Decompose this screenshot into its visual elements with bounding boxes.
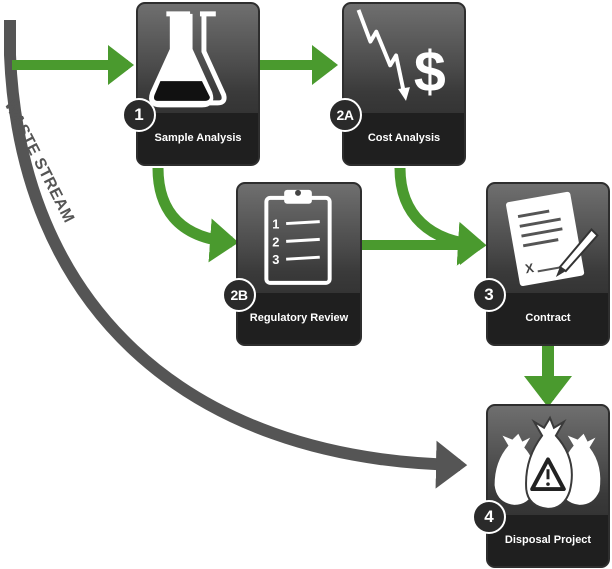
step-label: Cost Analysis — [344, 112, 464, 164]
waste-bags-icon — [494, 415, 601, 510]
signature-mark: X — [524, 260, 535, 276]
step-number-badge: 2A — [328, 98, 362, 132]
step-label: Regulatory Review — [238, 292, 360, 344]
step-number-badge: 1 — [122, 98, 156, 132]
step-label: Sample Analysis — [138, 112, 258, 164]
step-number-badge: 2B — [222, 278, 256, 312]
clipboard-checklist-icon: 1 2 3 — [264, 189, 332, 285]
step-sample-analysis: Sample Analysis — [136, 2, 260, 166]
step-disposal-project: Disposal Project — [486, 404, 610, 568]
arrow-sample-to-regulatory — [152, 167, 239, 263]
checklist-number: 2 — [272, 234, 279, 249]
checklist-number: 1 — [272, 217, 279, 232]
step-label: Contract — [488, 292, 608, 344]
signed-contract-icon: X — [506, 191, 599, 286]
step-contract: X Contract — [486, 182, 610, 346]
svg-text:$: $ — [414, 40, 446, 104]
falling-cost-icon: $ — [356, 9, 446, 104]
step-number-badge: 4 — [472, 500, 506, 534]
waste-stream-arrow — [3, 20, 468, 489]
step-cost-analysis: $ Cost Analysis — [342, 2, 466, 166]
arrow-cost-to-contract — [394, 167, 487, 266]
step-number-badge: 3 — [472, 278, 506, 312]
flasks-icon — [149, 11, 227, 108]
step-regulatory-review: 1 2 3 Regulatory Review — [236, 182, 362, 346]
step-label: Disposal Project — [488, 514, 608, 566]
checklist-number: 3 — [272, 252, 279, 267]
